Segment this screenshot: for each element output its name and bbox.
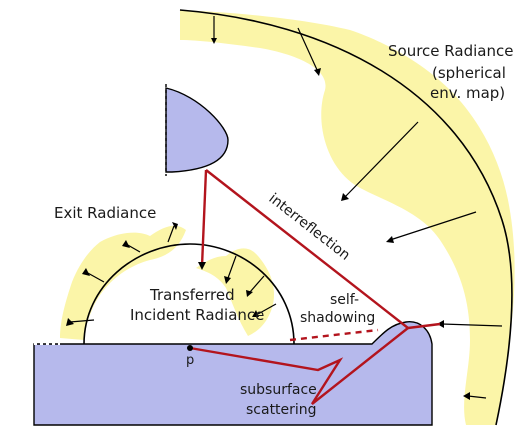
- source-radiance-arrows: [213, 16, 503, 399]
- transferred-radiance-arrowheads: [224, 276, 259, 317]
- label-source-radiance-2: (spherical: [432, 64, 506, 82]
- label-self-shadowing-1: self-: [330, 292, 359, 308]
- interreflection-ray: [205, 169, 409, 329]
- subsurface-scattering-path: [189, 327, 409, 405]
- transferred-radiance-arrows: [227, 255, 277, 315]
- label-source-radiance-3: env. map): [430, 84, 505, 102]
- label-self-shadowing-2: shadowing: [300, 310, 375, 326]
- source-radiance-arrowheads: [211, 38, 470, 400]
- source-radiance-arc: [179, 9, 513, 426]
- self-shadowing-ray: [289, 328, 379, 342]
- source-incoming-ray: [407, 322, 441, 330]
- hemisphere-arc: [83, 243, 295, 345]
- exit-radiance-arrowheads: [66, 222, 178, 326]
- interreflection-arrowhead: [198, 262, 206, 270]
- light-paths: [189, 169, 441, 405]
- label-source-radiance-1: Source Radiance: [388, 42, 513, 60]
- interreflection-path: [200, 169, 208, 267]
- occluder-object: [165, 87, 229, 173]
- label-exit-radiance: Exit Radiance: [54, 204, 156, 222]
- source-radiance-lobe: [180, 10, 515, 425]
- point-p-marker: [187, 345, 193, 351]
- exit-radiance-lobe: [60, 225, 186, 340]
- label-transferred-1: Transferred: [149, 286, 235, 304]
- label-transferred-2: Incident Radiance: [130, 306, 264, 324]
- label-subsurface-2: scattering: [246, 402, 317, 418]
- label-point-p: p: [186, 353, 194, 368]
- label-subsurface-1: subsurface: [240, 382, 317, 398]
- surface-object: [33, 321, 433, 426]
